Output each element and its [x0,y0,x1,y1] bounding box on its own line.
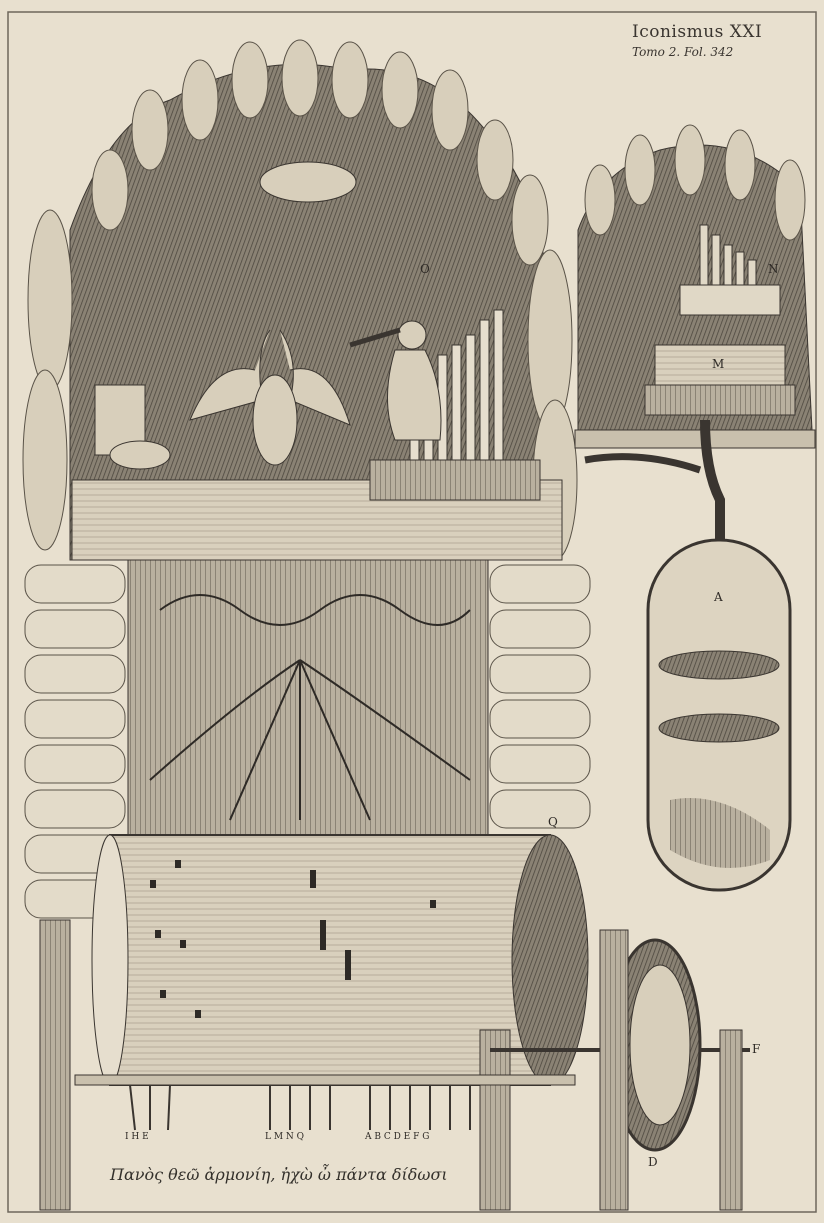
label-organ-pipes: N [768,262,779,276]
label-keys-left: I H E [125,1132,149,1142]
keys [129,1084,471,1131]
label-satyr: O [420,262,430,276]
small-organ [644,224,796,416]
label-axle: F [752,1042,761,1056]
label-wheel: D [648,1155,658,1169]
eagle-figure [189,329,351,466]
cylinder-pins [150,860,436,1018]
foliage-rim [22,39,578,561]
label-cylinder-end: Q [548,815,558,829]
plate-title: Iconismus XXI [632,22,763,42]
ledge [574,429,816,449]
satyr-figure [349,320,442,441]
label-organ-box: M [712,357,725,371]
bird-figure [94,384,171,470]
label-keys-right: A B C D E F G [365,1132,430,1142]
caption: Πανὸς θεῶ ἁρμονίη, ἠχὼ ὦ πάντα δίδωσι [110,1165,448,1184]
plate-border [7,11,817,1213]
label-keys-middle: L M N Q [265,1132,305,1142]
cylinder-gear [511,834,589,1086]
label-tank: A [714,590,723,604]
air-pipe [700,419,725,545]
plate-reference: Tomo 2. Fol. 342 [632,45,734,59]
ornamental-screen [127,559,489,836]
wall-right [489,564,591,829]
grotto-opening [259,161,357,203]
